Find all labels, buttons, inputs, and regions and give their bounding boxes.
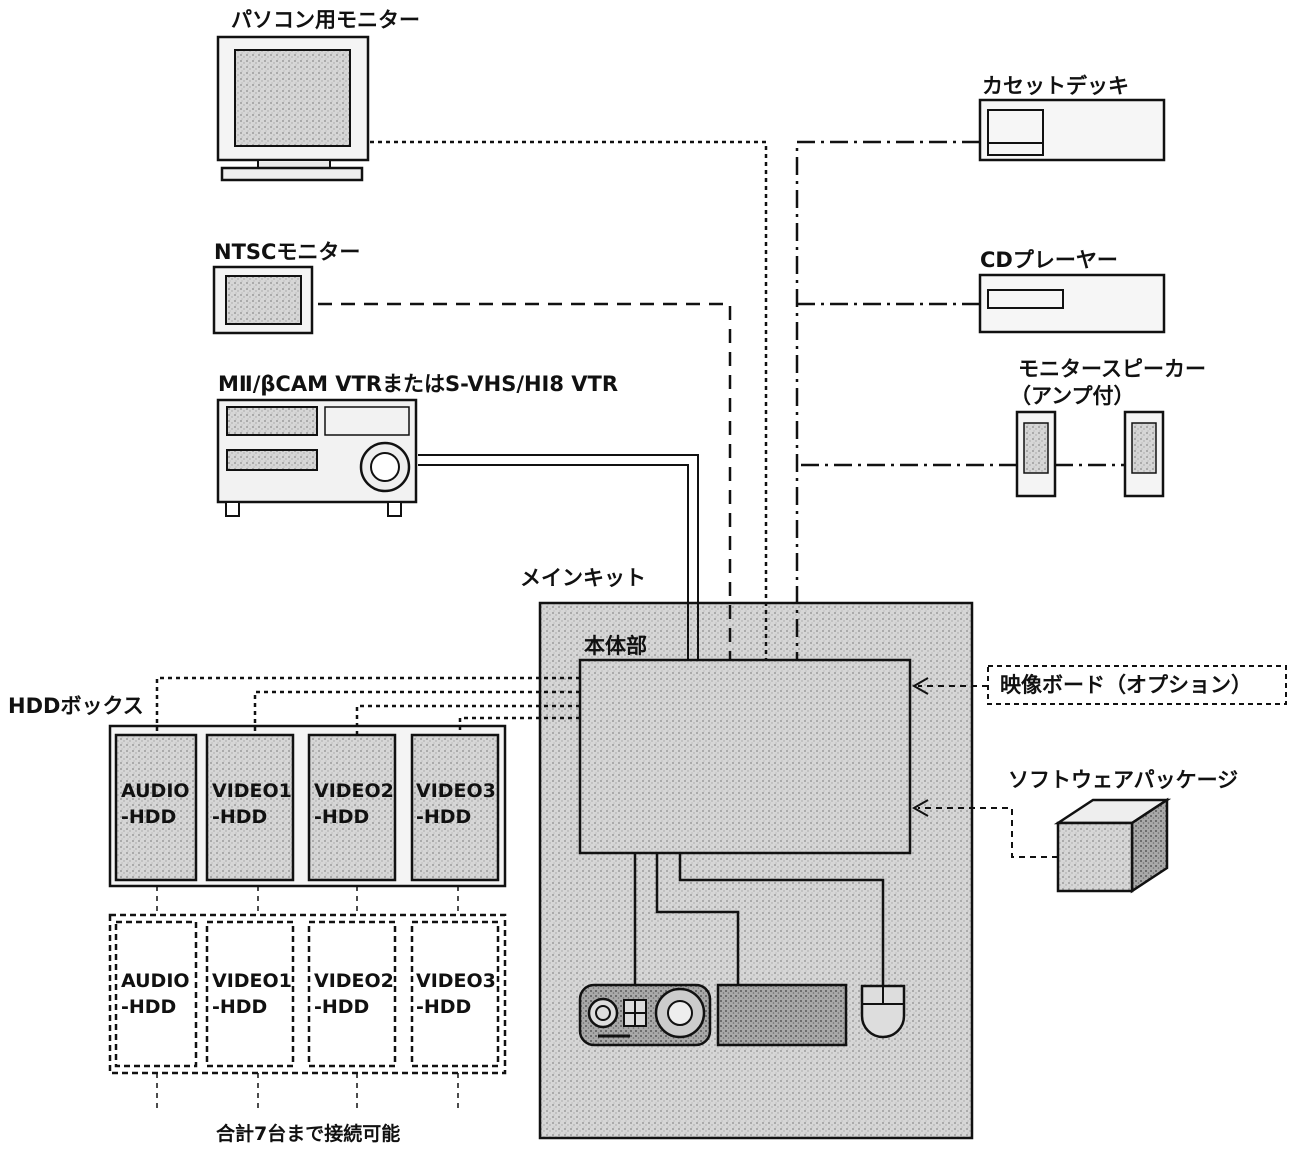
ntsc-monitor-icon [212,265,314,335]
hdd-unit-video3: VIDEO3-HDD [416,780,496,828]
audio-cables [795,140,1125,660]
monitor-speaker-label: モニタースピーカー [1018,357,1206,381]
pc-monitor-icon [216,35,370,182]
hdd-optional-frame [108,913,507,1075]
vtr-cable [418,454,699,660]
main-kit-label: メインキット [520,566,646,590]
ntsc-monitor-label: NTSCモニター [214,240,361,264]
speaker-right-icon [1123,410,1165,498]
pc-monitor-label: パソコン用モニター [231,8,420,32]
cd-player-label: CDプレーヤー [980,248,1118,272]
hdd-unit-video1: VIDEO1-HDD [212,780,292,828]
hdd-optional-video1: VIDEO1-HDD [212,970,292,1018]
vtr-label: MⅡ/βCAM VTRまたはS-VHS/HI8 VTR [218,372,619,396]
speaker-left-icon [1015,410,1057,498]
cd-player-icon [978,273,1166,334]
hdd-optional-units [114,920,500,1068]
main-body-unit [578,658,912,855]
controller-console [578,983,712,1047]
hdd-optional-video3: VIDEO3-HDD [416,970,496,1018]
video-board-connection [911,677,988,695]
hdd-unit-audio: AUDIO-HDD [121,780,190,828]
hdd-unit-video2: VIDEO2-HDD [314,780,394,828]
peripheral-cables [633,853,885,986]
hdd-chain-lines [156,886,459,1110]
cassette-deck-icon [978,98,1166,162]
hdd-box-label: HDDボックス [8,694,144,718]
monitor-speaker-amp-label: （アンプ付） [1010,384,1135,408]
ntsc-monitor-cable [318,302,732,660]
vtr-icon [216,398,418,517]
keyboard [716,983,848,1047]
pc-monitor-cable [370,140,768,660]
mouse [860,984,906,1039]
cassette-deck-label: カセットデッキ [982,74,1129,98]
software-package-label: ソフトウェアパッケージ [1008,768,1239,792]
hdd-cables [155,676,580,735]
hdd-optional-video2: VIDEO2-HDD [314,970,394,1018]
main-body-label: 本体部 [584,634,647,658]
hdd-units [114,733,500,882]
software-package-icon [1053,797,1172,894]
hdd-optional-audio: AUDIO-HDD [121,970,190,1018]
software-package-connection [911,799,1058,858]
video-board-label: 映像ボード（オプション） [1000,673,1252,697]
max-connect-label: 合計7台まで接続可能 [216,1123,401,1145]
